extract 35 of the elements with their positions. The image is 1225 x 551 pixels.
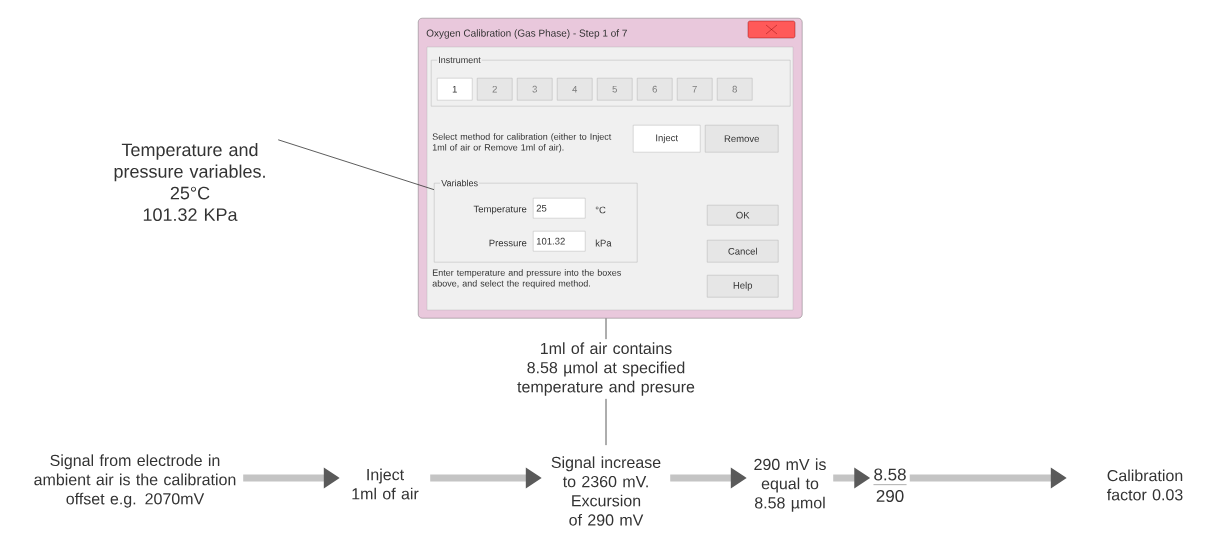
unit-label: °C xyxy=(595,206,606,214)
instrument-button: 1 xyxy=(437,78,473,101)
instrument-button: 7 xyxy=(677,78,713,101)
fraction: 8.58 290 xyxy=(873,468,907,502)
field-label: Pressure xyxy=(489,239,527,247)
instrument-button: 8 xyxy=(717,78,753,101)
step-text: Signal from electrode in ambient air is the calibration offset e.g. 2070mV xyxy=(34,454,236,508)
field-label: Temperature xyxy=(473,205,527,215)
step-text: Inject 1ml of air xyxy=(352,468,419,500)
callout-text: 1ml of air contains 8.58 µmol at specified temperature and presure xyxy=(517,342,695,396)
leader-line xyxy=(277,139,435,191)
input-field: 101.32 xyxy=(533,231,586,252)
ok-button: OK xyxy=(707,205,779,226)
method-button: Inject xyxy=(633,125,701,153)
instrument-button: 3 xyxy=(517,78,553,101)
instruction-text: Enter temperature and pressure into the boxes above, and select the required method. xyxy=(432,269,621,289)
step-text: 290 mV is equal to 8.58 µmol xyxy=(754,458,826,512)
help-button: Help xyxy=(707,275,779,298)
instrument-button: 5 xyxy=(597,78,633,101)
step-text: Calibration factor 0.03 xyxy=(1107,469,1183,501)
group-label: Instrument xyxy=(437,55,482,65)
instrument-button: 6 xyxy=(637,78,673,101)
cancel-button: Cancel xyxy=(707,240,779,263)
leader-line xyxy=(605,318,607,340)
unit-label: kPa xyxy=(595,239,612,247)
method-button: Remove xyxy=(705,125,779,153)
step-text: Signal increase to 2360 mV. Excursion of 290 mV xyxy=(551,456,661,526)
instruction-text: Select method for calibration (either to Inject 1ml of air or Remove 1ml of air). xyxy=(432,133,612,153)
instrument-button: 2 xyxy=(477,78,513,101)
group-label: Variables xyxy=(440,178,480,188)
window-title: Oxygen Calibration (Gas Phase) - Step 1 of 7 xyxy=(426,29,627,39)
instrument-button: 4 xyxy=(557,78,593,101)
callout-text: Temperature and pressure variables. 25°C 101.32 KPa xyxy=(114,143,265,221)
leader-line xyxy=(605,398,607,446)
input-field: 25 xyxy=(533,198,586,219)
